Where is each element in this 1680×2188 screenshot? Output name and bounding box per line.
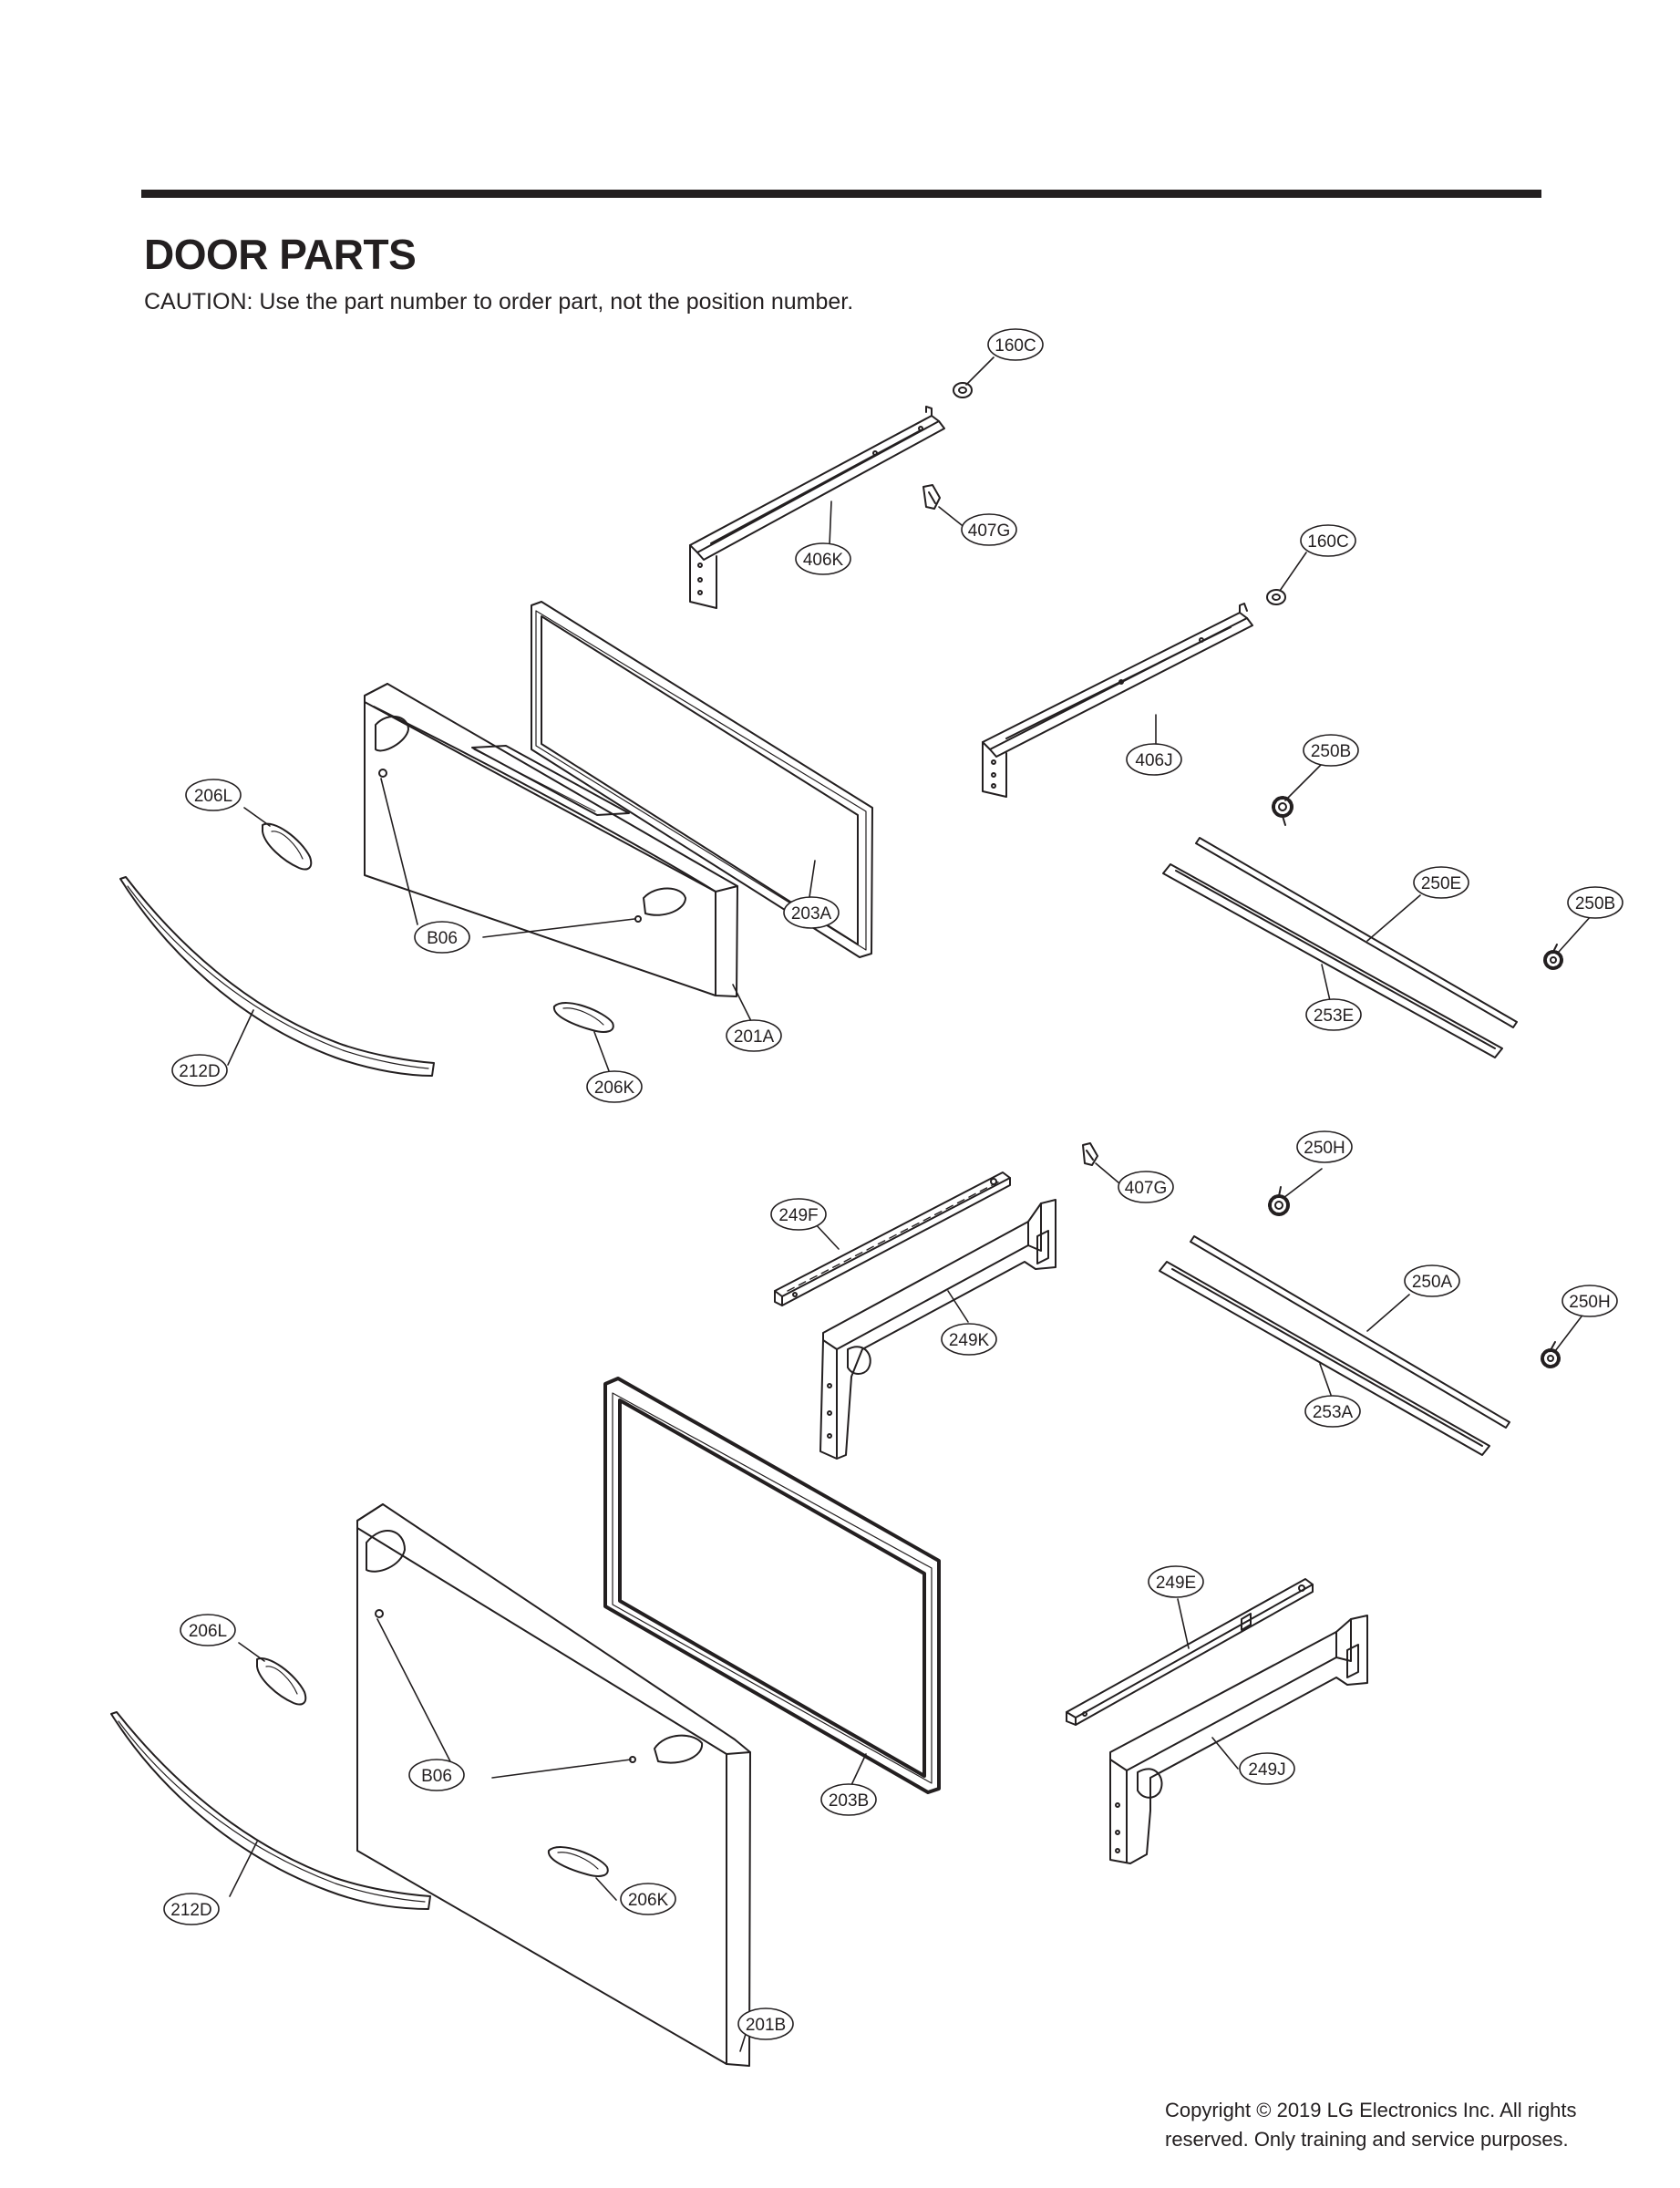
svg-text:203A: 203A	[791, 904, 832, 924]
callout-249f: 249F	[770, 1198, 827, 1231]
cap-206l-upper-part	[262, 822, 313, 871]
roller-160c-right-part	[1266, 589, 1286, 605]
callout-250b-right: 250B	[1567, 886, 1623, 919]
caution-note: CAUTION: Use the part number to order pa…	[144, 289, 854, 315]
header-rule	[141, 190, 1541, 198]
svg-text:406J: 406J	[1135, 751, 1172, 770]
bar-253e-part	[1162, 863, 1503, 1058]
callout-212d-lower: 212D	[163, 1893, 220, 1925]
callout-160c-top: 160C	[987, 328, 1044, 361]
frame-249k-part	[819, 1199, 1056, 1460]
svg-text:201A: 201A	[734, 1027, 775, 1047]
clip-407g-upper-part	[922, 484, 941, 510]
callout-b06-upper: B06	[414, 921, 470, 954]
svg-text:253E: 253E	[1314, 1006, 1354, 1026]
slide-rail-406j-part	[982, 603, 1253, 798]
slide-249f-part	[774, 1171, 1011, 1306]
callout-253e: 253E	[1305, 998, 1362, 1031]
svg-text:406K: 406K	[803, 551, 844, 570]
door-panel-201b-part	[356, 1503, 751, 2067]
bar-253a-part	[1159, 1261, 1490, 1456]
callout-406j: 406J	[1126, 743, 1182, 776]
svg-text:249J: 249J	[1248, 1760, 1285, 1780]
svg-text:249E: 249E	[1156, 1574, 1196, 1593]
svg-text:206K: 206K	[628, 1891, 669, 1910]
svg-text:250B: 250B	[1311, 742, 1351, 761]
callout-201b: 201B	[737, 2007, 794, 2040]
svg-text:250E: 250E	[1421, 874, 1461, 893]
callout-249e: 249E	[1148, 1565, 1204, 1598]
svg-text:B06: B06	[427, 929, 458, 948]
slide-rail-406k-part	[689, 406, 945, 609]
callout-212d-upper: 212D	[171, 1054, 228, 1087]
callout-203a: 203A	[783, 896, 840, 929]
callout-250a: 250A	[1404, 1264, 1460, 1297]
gasket-203a-part	[531, 601, 873, 958]
callout-203b: 203B	[820, 1783, 877, 1816]
svg-text:160C: 160C	[995, 336, 1036, 356]
svg-text:250H: 250H	[1569, 1293, 1610, 1312]
callout-250h-upper: 250H	[1296, 1130, 1353, 1163]
gear-250b-right-part	[1543, 944, 1563, 970]
callout-201a: 201A	[726, 1019, 782, 1052]
cap-206k-lower-part	[547, 1846, 609, 1877]
svg-text:B06: B06	[421, 1767, 452, 1786]
callout-406k: 406K	[795, 542, 851, 575]
svg-text:249F: 249F	[778, 1206, 818, 1225]
slide-249e-part	[1066, 1578, 1314, 1726]
callout-250b-upper: 250B	[1303, 734, 1359, 767]
callout-249j: 249J	[1239, 1752, 1295, 1785]
shaft-250a-part	[1190, 1235, 1510, 1429]
gear-250h-right-part	[1541, 1341, 1561, 1368]
svg-text:250A: 250A	[1412, 1273, 1453, 1292]
handle-212d-lower-part	[110, 1711, 431, 1910]
roller-160c-top-part	[953, 382, 973, 398]
svg-text:206K: 206K	[594, 1079, 635, 1098]
callout-253a: 253A	[1304, 1395, 1361, 1428]
gear-250h-upper-part	[1268, 1186, 1290, 1216]
callout-407g-lower: 407G	[1118, 1171, 1174, 1203]
gasket-203b-part	[603, 1377, 941, 1794]
svg-text:160C: 160C	[1307, 532, 1348, 552]
page-title: DOOR PARTS	[144, 231, 417, 278]
callout-250h-right: 250H	[1561, 1285, 1618, 1317]
clip-407g-lower-part	[1082, 1142, 1098, 1166]
door-panel-201a-part	[364, 683, 738, 997]
callout-b06-lower: B06	[408, 1759, 465, 1791]
cap-206k-upper-part	[552, 1002, 614, 1033]
svg-text:212D: 212D	[179, 1062, 220, 1081]
svg-text:206L: 206L	[189, 1622, 227, 1641]
cap-206l-lower-part	[256, 1657, 307, 1706]
copyright-notice: Copyright © 2019 LG Electronics Inc. All…	[1165, 2096, 1639, 2154]
svg-text:212D: 212D	[170, 1901, 211, 1920]
callout-206l-lower: 206L	[180, 1614, 236, 1646]
svg-text:203B: 203B	[829, 1791, 869, 1811]
leader-lines	[227, 356, 1592, 2052]
callout-206k-upper: 206K	[586, 1070, 643, 1103]
callout-407g-upper: 407G	[961, 513, 1017, 546]
frame-249j-part	[1109, 1615, 1368, 1864]
svg-text:250B: 250B	[1575, 894, 1615, 913]
callout-250e: 250E	[1413, 866, 1469, 899]
svg-text:250H: 250H	[1304, 1139, 1345, 1158]
svg-text:407G: 407G	[1125, 1179, 1167, 1198]
callout-206l-upper: 206L	[185, 779, 242, 811]
callout-160c-right: 160C	[1300, 524, 1356, 557]
callout-249k: 249K	[941, 1323, 997, 1356]
copyright-line-2: reserved. Only training and service purp…	[1165, 2127, 1569, 2151]
shaft-250e-part	[1195, 837, 1518, 1028]
svg-text:407G: 407G	[968, 521, 1010, 541]
svg-text:253A: 253A	[1313, 1403, 1354, 1422]
svg-text:206L: 206L	[194, 787, 232, 806]
svg-text:201B: 201B	[746, 2016, 786, 2035]
svg-text:249K: 249K	[949, 1331, 990, 1350]
gear-250b-upper-part	[1272, 796, 1293, 826]
handle-212d-upper-part	[119, 876, 435, 1077]
callout-206k-lower: 206K	[620, 1883, 676, 1915]
copyright-line-1: Copyright © 2019 LG Electronics Inc. All…	[1165, 2099, 1577, 2121]
